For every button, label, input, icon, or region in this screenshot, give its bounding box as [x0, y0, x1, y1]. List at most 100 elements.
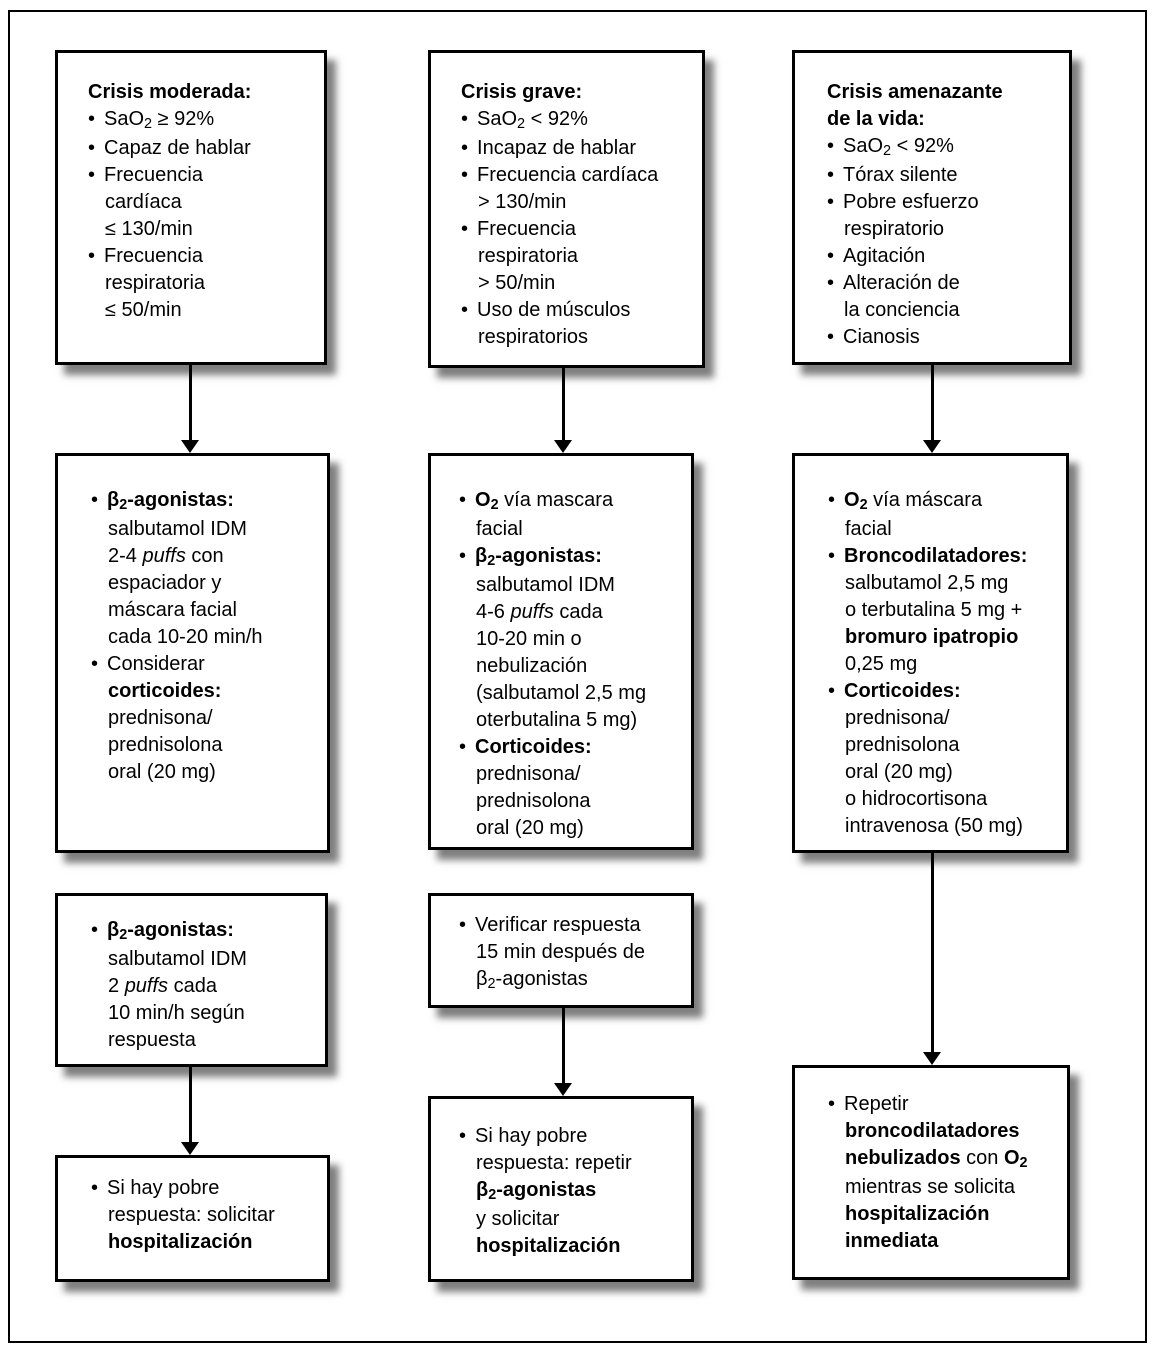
diagram-outer-frame	[8, 10, 1147, 1343]
text-segment: 2-4	[108, 545, 143, 567]
text-segment: nebulización	[476, 655, 588, 677]
text-segment: β	[476, 968, 488, 990]
bullet-item: Incapaz de hablar	[461, 135, 694, 162]
box-title: Crisis moderada:	[88, 79, 316, 106]
text-segment: hospitalización	[845, 1203, 990, 1225]
text-segment: Uso de músculos	[477, 299, 631, 321]
box-tratamiento-inicial-grave: O2 vía mascarafacialβ2-agonistas:salbuta…	[428, 453, 694, 850]
text-segment: β	[107, 919, 120, 941]
arrow-head-icon	[923, 440, 941, 453]
text-segment: 0,25 mg	[845, 653, 918, 675]
text-segment: Pobre esfuerzo	[843, 191, 979, 213]
down-arrow-moderada-1	[180, 365, 200, 453]
text-segment: puffs	[124, 975, 169, 997]
text-segment: oral (20 mg)	[845, 761, 953, 783]
text-segment: 2	[517, 116, 526, 133]
text-segment: Frecuencia cardíaca	[477, 164, 659, 186]
text-segment: bromuro ipatropio	[845, 626, 1019, 648]
text-segment: Repetir	[844, 1093, 909, 1115]
text-segment: 2	[144, 116, 153, 133]
text-segment: puffs	[510, 601, 554, 623]
bullet-item: SaO2 ≥ 92%	[88, 106, 316, 135]
text-segment: -agonistas	[496, 1179, 597, 1201]
arrow-head-icon	[554, 1083, 572, 1096]
bullet-item: Considerarcorticoides:prednisona/prednis…	[91, 651, 319, 786]
text-segment: Verificar respuesta	[475, 914, 641, 936]
text-segment: O	[475, 489, 491, 511]
down-arrow-moderada-2	[180, 1067, 200, 1155]
text-segment: de la vida:	[827, 108, 925, 130]
text-segment: intravenosa (50 mg)	[845, 815, 1023, 837]
text-segment: cardíaca	[105, 191, 182, 213]
text-segment: > 50/min	[478, 272, 556, 294]
down-arrow-grave-2	[553, 1008, 573, 1096]
text-segment: hospitalización	[108, 1231, 253, 1253]
bullet-item: Corticoides:prednisona/prednisolonaoral …	[459, 734, 683, 842]
text-segment: respuesta: repetir	[476, 1152, 632, 1174]
text-segment: Frecuencia	[104, 245, 203, 267]
text-segment: O	[1003, 1147, 1020, 1169]
text-segment: con	[960, 1147, 1004, 1169]
text-segment: nebulizados	[845, 1147, 961, 1169]
text-segment: la conciencia	[844, 299, 960, 321]
text-segment: facial	[845, 518, 892, 540]
text-segment: prednisolona	[476, 790, 591, 812]
text-segment: prednisona/	[108, 707, 213, 729]
text-segment: -agonistas:	[495, 545, 602, 567]
text-segment: facial	[476, 518, 523, 540]
text-segment: Si hay pobre	[475, 1125, 588, 1147]
text-segment: Si hay pobre	[107, 1177, 220, 1199]
text-segment: oral (20 mg)	[108, 761, 216, 783]
text-segment: β	[476, 1179, 489, 1201]
text-segment: < 92%	[891, 135, 954, 157]
bullet-item: Cianosis	[827, 324, 1061, 351]
text-segment: respiratorios	[478, 326, 589, 348]
text-segment: β	[475, 545, 488, 567]
bullet-item: Uso de músculos respiratorios	[461, 297, 694, 351]
arrow-shaft	[561, 1008, 565, 1085]
down-arrow-amenazante-1	[922, 365, 942, 453]
bullet-item: Agitación	[827, 243, 1061, 270]
text-segment: Corticoides:	[844, 680, 961, 702]
text-segment: broncodilatadores	[845, 1120, 1020, 1142]
text-segment: > 130/min	[478, 191, 567, 213]
text-segment: oterbutalina 5 mg)	[476, 709, 638, 731]
arrow-shaft	[930, 853, 934, 1054]
text-segment: Agitación	[843, 245, 926, 267]
text-segment: 2	[108, 975, 125, 997]
arrow-shaft	[188, 1067, 192, 1144]
text-segment: 2	[883, 143, 892, 160]
text-segment: Cianosis	[843, 326, 920, 348]
text-segment: -agonistas:	[127, 919, 234, 941]
down-arrow-amenazante-2	[922, 853, 942, 1065]
text-segment: Crisis grave:	[461, 81, 583, 103]
text-segment: cada 10-20 min/h	[108, 626, 263, 648]
arrow-head-icon	[923, 1052, 941, 1065]
down-arrow-grave-1	[553, 368, 573, 453]
text-segment: o hidrocortisona	[845, 788, 988, 810]
text-segment: inmediata	[845, 1230, 939, 1252]
text-segment: 2	[1019, 1155, 1028, 1172]
arrow-shaft	[188, 365, 192, 442]
text-segment: 4-6	[476, 601, 511, 623]
text-segment: salbutamol 2,5 mg	[845, 572, 1009, 594]
bullet-item: SaO2 < 92%	[827, 133, 1061, 162]
text-segment: o terbutalina 5 mg +	[845, 599, 1023, 621]
text-segment: 15 min después de	[476, 941, 646, 963]
